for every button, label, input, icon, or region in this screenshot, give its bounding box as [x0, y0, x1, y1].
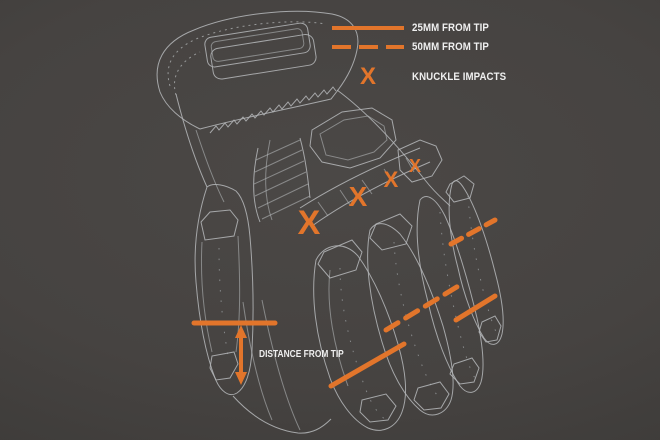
- distance-from-tip-label: DISTANCE FROM TIP: [259, 348, 344, 360]
- dashed-line-icon: [332, 45, 404, 49]
- glove-cuff: [156, 10, 359, 130]
- legend-item-knuckle: X KNUCKLE IMPACTS: [332, 62, 519, 92]
- arrow-down-icon: [235, 372, 247, 385]
- measure-line-solid-index: [328, 341, 407, 389]
- legend-item-50mm: 50MM FROM TIP: [332, 41, 499, 53]
- x-mark-icon: X: [359, 63, 376, 90]
- knuckle-impact-mark-4: X: [409, 156, 421, 176]
- glove-finger-middle: [367, 213, 454, 416]
- glove-hand-outline: [175, 89, 451, 434]
- glove-finger-ring: [416, 196, 484, 393]
- legend-label-25mm: 25MM FROM TIP: [412, 22, 489, 34]
- glove-patch: [204, 22, 317, 80]
- measure-line-dashed-middle-ring: [383, 282, 463, 333]
- distance-arrow: [235, 325, 247, 385]
- knuckle-impact-mark-1: X: [298, 204, 321, 242]
- legend-label-50mm: 50MM FROM TIP: [412, 41, 489, 53]
- glove-finger-index: [313, 239, 406, 431]
- solid-line-icon: [332, 26, 404, 30]
- measure-line-dashed-pinky: [448, 217, 498, 247]
- arrow-up-icon: [235, 325, 247, 338]
- legend-item-25mm: 25MM FROM TIP: [332, 22, 499, 34]
- glove-zigzag-stitch: [209, 86, 337, 134]
- legend-label-knuckle: KNUCKLE IMPACTS: [412, 71, 507, 83]
- glove-thumb: [194, 183, 254, 396]
- glove-finger-pinky: [445, 175, 504, 345]
- knuckle-impact-mark-2: X: [349, 181, 368, 212]
- knuckle-impact-mark-3: X: [384, 167, 399, 192]
- measure-line-solid-pinky: [453, 293, 498, 323]
- glove-knuckle-armor: [253, 107, 443, 227]
